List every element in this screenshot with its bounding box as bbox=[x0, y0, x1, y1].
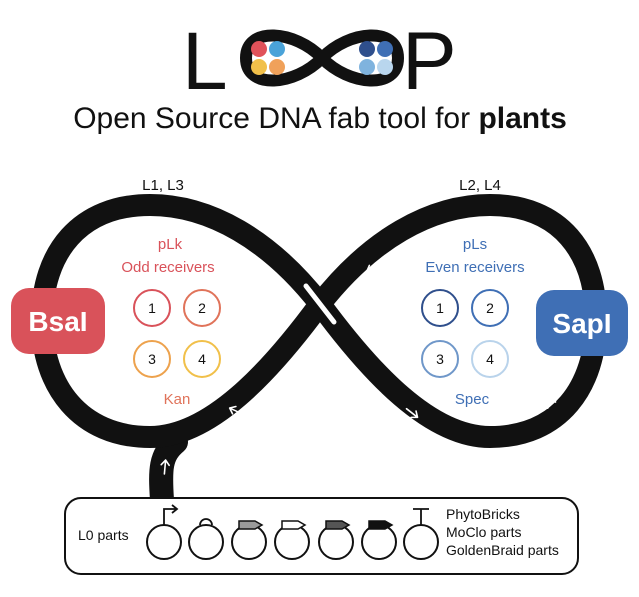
arrow-up-icon bbox=[160, 459, 170, 475]
receiver-3: 3 bbox=[421, 340, 459, 378]
part-circles bbox=[146, 504, 439, 560]
sapi-label: SapI bbox=[552, 308, 611, 339]
arrow-left-icon bbox=[366, 263, 380, 274]
logo-dot bbox=[269, 41, 285, 57]
receiver-number: 1 bbox=[148, 300, 156, 316]
pLs-label: pLs bbox=[463, 236, 487, 253]
receiver-circle bbox=[133, 340, 171, 378]
crossing-gap bbox=[303, 283, 337, 325]
cds-white-part-icon bbox=[274, 520, 310, 560]
feeder-stem bbox=[149, 430, 188, 512]
spec-label: Spec bbox=[455, 391, 490, 408]
receiver-circle bbox=[133, 289, 171, 327]
pLk-label: pLk bbox=[158, 236, 183, 253]
arrow-up-icon bbox=[546, 395, 557, 409]
receiver-circle bbox=[183, 340, 221, 378]
receiver-number: 4 bbox=[486, 351, 494, 367]
arrow-up-icon bbox=[72, 373, 82, 389]
subtitle: Open Source DNA fab tool for plants bbox=[73, 102, 567, 135]
l0-parts-box: L0 parts bbox=[64, 497, 579, 575]
receiver-3: 3 bbox=[133, 340, 171, 378]
right-level-label: L2, L4 bbox=[459, 177, 501, 194]
receiver-number: 1 bbox=[436, 300, 444, 316]
odd-receivers-label: Odd receivers bbox=[121, 259, 214, 276]
logo-dots-right bbox=[359, 41, 393, 75]
utr-part-icon bbox=[188, 518, 224, 560]
receiver-circle bbox=[183, 289, 221, 327]
parts-standards: PhytoBricks MoClo parts GoldenBraid part… bbox=[446, 506, 559, 558]
arrow-right-icon bbox=[405, 407, 419, 419]
cds-grey-part-icon bbox=[318, 520, 354, 560]
even-receivers-group: pLs Even receivers 1 2 3 4 Spec bbox=[421, 236, 525, 408]
receiver-2: 2 bbox=[471, 289, 509, 327]
logo-dot bbox=[377, 41, 393, 57]
logo-double-loop bbox=[239, 29, 405, 87]
terminator-part-icon bbox=[403, 508, 439, 560]
left-level-label: L1, L3 bbox=[142, 177, 184, 194]
receiver-number: 3 bbox=[436, 351, 444, 367]
arrow-right-icon bbox=[118, 218, 134, 228]
kan-label: Kan bbox=[164, 391, 191, 408]
phytobricks-label: PhytoBricks bbox=[446, 506, 520, 522]
receiver-circle bbox=[471, 289, 509, 327]
receiver-number: 2 bbox=[486, 300, 494, 316]
receiver-circle bbox=[421, 289, 459, 327]
even-receiver-circles: 1 2 3 4 bbox=[421, 289, 509, 378]
promoter-part-icon bbox=[146, 504, 182, 560]
logo-letter-l: L bbox=[182, 16, 228, 107]
bsai-label: BsaI bbox=[28, 306, 87, 337]
even-receivers-label: Even receivers bbox=[425, 259, 524, 276]
logo-dot bbox=[251, 59, 267, 75]
receiver-circle bbox=[421, 340, 459, 378]
odd-receivers-group: pLk Odd receivers 1 2 3 4 Kan bbox=[121, 236, 221, 408]
receiver-number: 2 bbox=[198, 300, 206, 316]
logo-letter-p: P bbox=[402, 16, 457, 107]
receiver-1: 1 bbox=[133, 289, 171, 327]
loop-logo: L P bbox=[182, 16, 457, 107]
subtitle-bold: plants bbox=[478, 102, 566, 135]
arrow-right-icon bbox=[534, 231, 548, 243]
receiver-number: 3 bbox=[148, 351, 156, 367]
moclo-label: MoClo parts bbox=[446, 524, 521, 540]
logo-dot bbox=[359, 59, 375, 75]
receiver-2: 2 bbox=[183, 289, 221, 327]
receiver-1: 1 bbox=[421, 289, 459, 327]
figure-eight-path bbox=[31, 194, 607, 448]
logo-dot bbox=[269, 59, 285, 75]
logo-dot bbox=[359, 41, 375, 57]
logo-dot bbox=[251, 41, 267, 57]
sapi-badge: SapI bbox=[536, 290, 628, 356]
receiver-circle bbox=[471, 340, 509, 378]
bsai-badge: BsaI bbox=[11, 288, 105, 354]
arrow-left-icon bbox=[228, 405, 244, 415]
signal-part-icon bbox=[231, 520, 267, 560]
odd-receiver-circles: 1 2 3 4 bbox=[133, 289, 221, 378]
logo-dot bbox=[377, 59, 393, 75]
logo-dots-left bbox=[251, 41, 285, 75]
receiver-4: 4 bbox=[471, 340, 509, 378]
track-arrows bbox=[72, 218, 557, 475]
l0-parts-label: L0 parts bbox=[78, 527, 129, 543]
receiver-4: 4 bbox=[183, 340, 221, 378]
goldenbraid-label: GoldenBraid parts bbox=[446, 542, 559, 558]
subtitle-text: Open Source DNA fab tool for bbox=[73, 102, 478, 135]
infinity-loop-track bbox=[31, 194, 607, 512]
cds-black-part-icon bbox=[361, 520, 397, 560]
receiver-number: 4 bbox=[198, 351, 206, 367]
